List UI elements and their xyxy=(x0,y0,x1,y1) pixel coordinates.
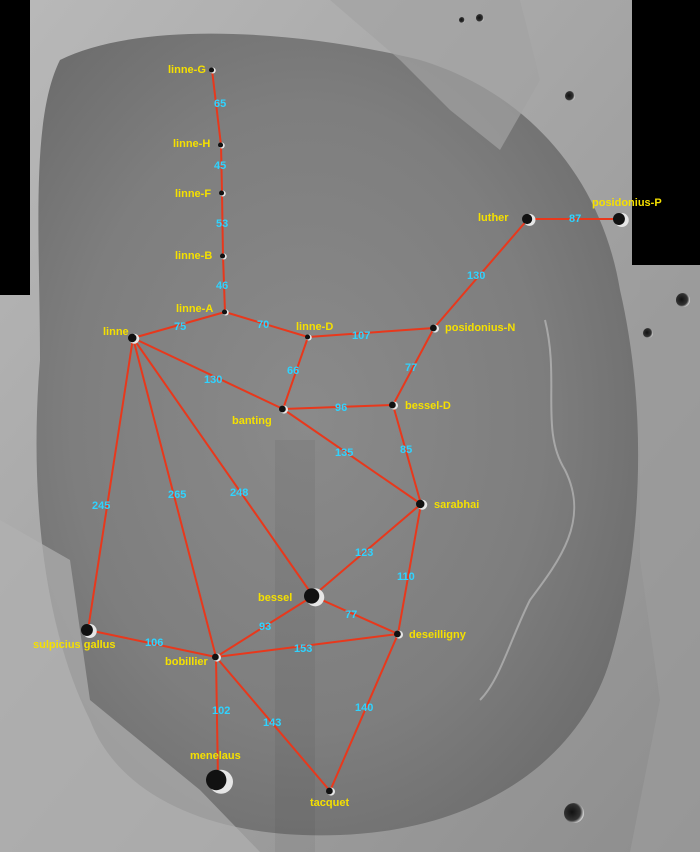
crater-deseilligny xyxy=(394,630,403,639)
crater-linne-B xyxy=(220,253,227,260)
crater-label-sarabhai: sarabhai xyxy=(434,499,479,511)
distance-label-linne-B-linne-A: 46 xyxy=(216,280,228,292)
crater-menelaus xyxy=(206,769,233,794)
distance-label-deseilligny-tacquet: 140 xyxy=(355,702,373,714)
distance-label-linne-F-linne-B: 53 xyxy=(216,218,228,230)
crater-linne-D xyxy=(305,334,312,341)
distance-label-sulpicius-gallus-bobillier: 106 xyxy=(145,637,163,649)
distance-label-sarabhai-bessel: 123 xyxy=(355,547,373,559)
crater-linne-A xyxy=(222,309,229,316)
distance-label-bessel-deseilligny: 77 xyxy=(345,609,357,621)
distance-label-linne-banting: 130 xyxy=(204,374,222,386)
route-line-sarabhai-deseilligny xyxy=(397,503,422,635)
crater-bessel-D xyxy=(389,401,398,410)
crater-label-sulpicius-gallus: sulpicius gallus xyxy=(33,639,116,651)
crater-linne-F xyxy=(219,190,226,197)
route-line-linne-bobillier xyxy=(132,337,217,658)
distance-label-banting-bessel-D: 96 xyxy=(335,402,347,414)
crater-posidonius-P xyxy=(613,213,629,228)
route-line-bobillier-deseilligny xyxy=(215,633,399,658)
route-line-bobillier-menelaus xyxy=(215,656,219,781)
route-line-linne-G-linne-H xyxy=(211,69,222,146)
route-line-posidonius-N-luther xyxy=(433,218,529,329)
distance-label-bessel-bobillier: 93 xyxy=(259,621,271,633)
crater-bobillier xyxy=(212,653,221,662)
route-line-sulpicius-gallus-bobillier xyxy=(87,629,217,658)
crater-label-bobillier: bobillier xyxy=(165,656,209,668)
route-line-linne-D-posidonius-N xyxy=(307,327,435,338)
route-line-linne-bessel xyxy=(132,337,314,597)
route-line-posidonius-N-bessel-D xyxy=(392,327,435,406)
crater-luther xyxy=(522,213,536,226)
distance-label-linne-linne-A: 75 xyxy=(174,321,186,333)
crater-label-menelaus: menelaus xyxy=(190,750,241,762)
crater-label-linne-A: linne-A xyxy=(176,303,213,315)
crater-label-posidonius-P: posidonius-P xyxy=(592,197,662,209)
crater-linne xyxy=(128,333,140,344)
crater-linne-H xyxy=(218,142,225,149)
distance-label-linne-H-linne-F: 45 xyxy=(214,160,226,172)
crater-label-banting: banting xyxy=(232,415,272,427)
crater-labels: linne-G linne-H linne-F linne-B linne-A linne… xyxy=(33,64,662,809)
distance-label-bobillier-tacquet: 143 xyxy=(263,717,281,729)
crater-label-linne-F: linne-F xyxy=(175,188,211,200)
distance-label-sarabhai-deseilligny: 110 xyxy=(397,571,415,583)
distance-label-linne-bessel: 248 xyxy=(230,487,248,499)
crater-label-tacquet: tacquet xyxy=(310,797,349,809)
route-line-linne-B-linne-A xyxy=(222,255,226,313)
crater-posidonius-N xyxy=(430,324,439,333)
distance-label-linne-G-linne-H: 65 xyxy=(214,98,226,110)
route-line-bessel-D-sarabhai xyxy=(392,404,422,505)
route-line-banting-bessel-D xyxy=(282,404,394,410)
crater-label-linne-D: linne-D xyxy=(296,321,333,333)
crater-label-posidonius-N: posidonius-N xyxy=(445,322,515,334)
route-line-sarabhai-bessel xyxy=(312,503,422,597)
crater-label-linne-B: linne-B xyxy=(175,250,212,262)
crater-banting xyxy=(279,405,288,414)
crater-label-luther: luther xyxy=(478,212,509,224)
distance-label-bobillier-deseilligny: 153 xyxy=(294,643,312,655)
route-line-linne-H-linne-F xyxy=(220,144,223,194)
distance-label-bessel-D-sarabhai: 85 xyxy=(400,444,412,456)
route-lines xyxy=(87,69,620,792)
crater-label-linne-G: linne-G xyxy=(168,64,206,76)
route-line-linne-linne-A xyxy=(132,311,226,339)
distance-label-banting-sarabhai: 135 xyxy=(335,447,353,459)
distance-label-linne-D-banting: 66 xyxy=(287,365,299,377)
distance-label-luther-posidonius-P: 87 xyxy=(569,213,581,225)
distance-label-linne-bobillier: 265 xyxy=(168,489,186,501)
crater-label-linne: linne xyxy=(103,326,129,338)
distance-label-linne-sulpicius-gallus: 245 xyxy=(92,500,110,512)
distance-label-linne-D-posidonius-N: 107 xyxy=(352,330,370,342)
route-line-bobillier-tacquet xyxy=(215,656,331,792)
distance-label-linne-A-linne-D: 70 xyxy=(257,319,269,331)
crater-markers xyxy=(81,67,629,796)
distance-labels: 65 45 53 46 75 70 107 130 87 66 130 96 77 85 135 245 265… xyxy=(92,98,581,729)
route-line-linne-F-linne-B xyxy=(221,192,224,257)
distance-label-bobillier-menelaus: 102 xyxy=(212,705,230,717)
crater-linne-G xyxy=(209,67,216,74)
distance-label-posidonius-N-luther: 130 xyxy=(467,270,485,282)
crater-bessel xyxy=(304,588,325,607)
route-line-linne-D-banting xyxy=(282,336,309,410)
route-line-linne-A-linne-D xyxy=(224,311,309,338)
route-line-linne-sulpicius-gallus xyxy=(87,337,134,631)
route-line-linne-banting xyxy=(132,337,284,410)
route-line-deseilligny-tacquet xyxy=(329,633,399,792)
crater-label-linne-H: linne-H xyxy=(173,138,210,150)
crater-sulpicius-gallus xyxy=(81,624,97,639)
route-line-bessel-bobillier xyxy=(215,595,314,658)
crater-label-bessel-D: bessel-D xyxy=(405,400,451,412)
crater-label-bessel: bessel xyxy=(258,592,292,604)
crater-sarabhai xyxy=(416,499,428,510)
crater-label-deseilligny: deseilligny xyxy=(409,629,467,641)
distance-label-posidonius-N-bessel-D: 77 xyxy=(405,362,417,374)
crater-tacquet xyxy=(326,787,335,796)
route-line-banting-sarabhai xyxy=(282,408,422,505)
route-line-bessel-deseilligny xyxy=(312,595,399,635)
